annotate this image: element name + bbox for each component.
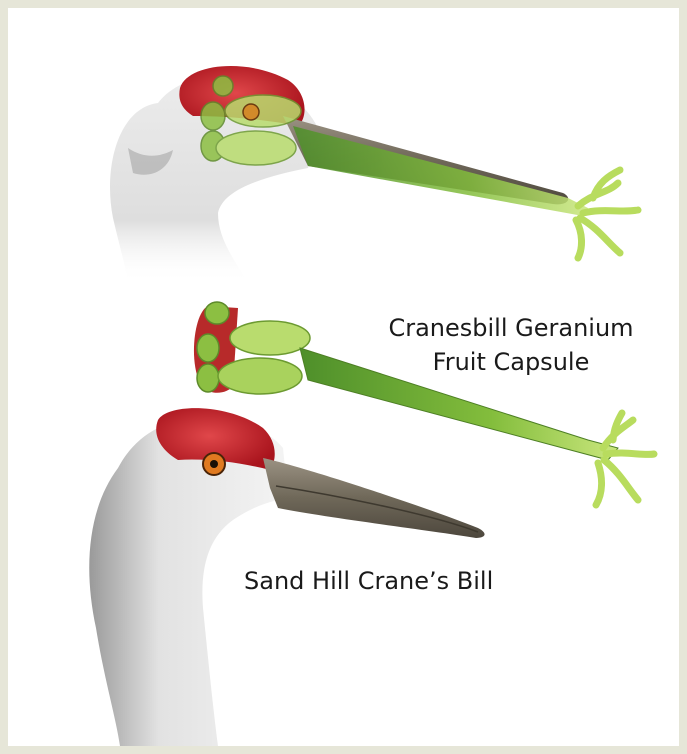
top-crane-eye (243, 104, 259, 120)
illustration-panel: Cranesbill Geranium Fruit Capsule Sand H… (8, 8, 679, 746)
top-crane-head (110, 66, 638, 283)
geranium-label-line1: Cranesbill Geranium (366, 313, 656, 343)
capsule-lobe-2 (218, 358, 302, 394)
capsule-seed-1 (205, 302, 229, 324)
illustration-artwork (8, 8, 679, 746)
crane-bill-label: Sand Hill Crane’s Bill (244, 566, 493, 596)
geranium-label-line2: Fruit Capsule (366, 347, 656, 377)
bottom-crane-pupil (210, 460, 218, 468)
top-capsule-beak-tips (576, 170, 638, 258)
capsule-seed-3 (197, 364, 219, 392)
top-capsule-overlay (201, 76, 588, 216)
capsule-seed-2 (197, 334, 219, 362)
capsule-beak-tips (596, 413, 654, 505)
capsule-lobe-1 (230, 321, 310, 355)
bottom-crane-bill (263, 458, 485, 538)
